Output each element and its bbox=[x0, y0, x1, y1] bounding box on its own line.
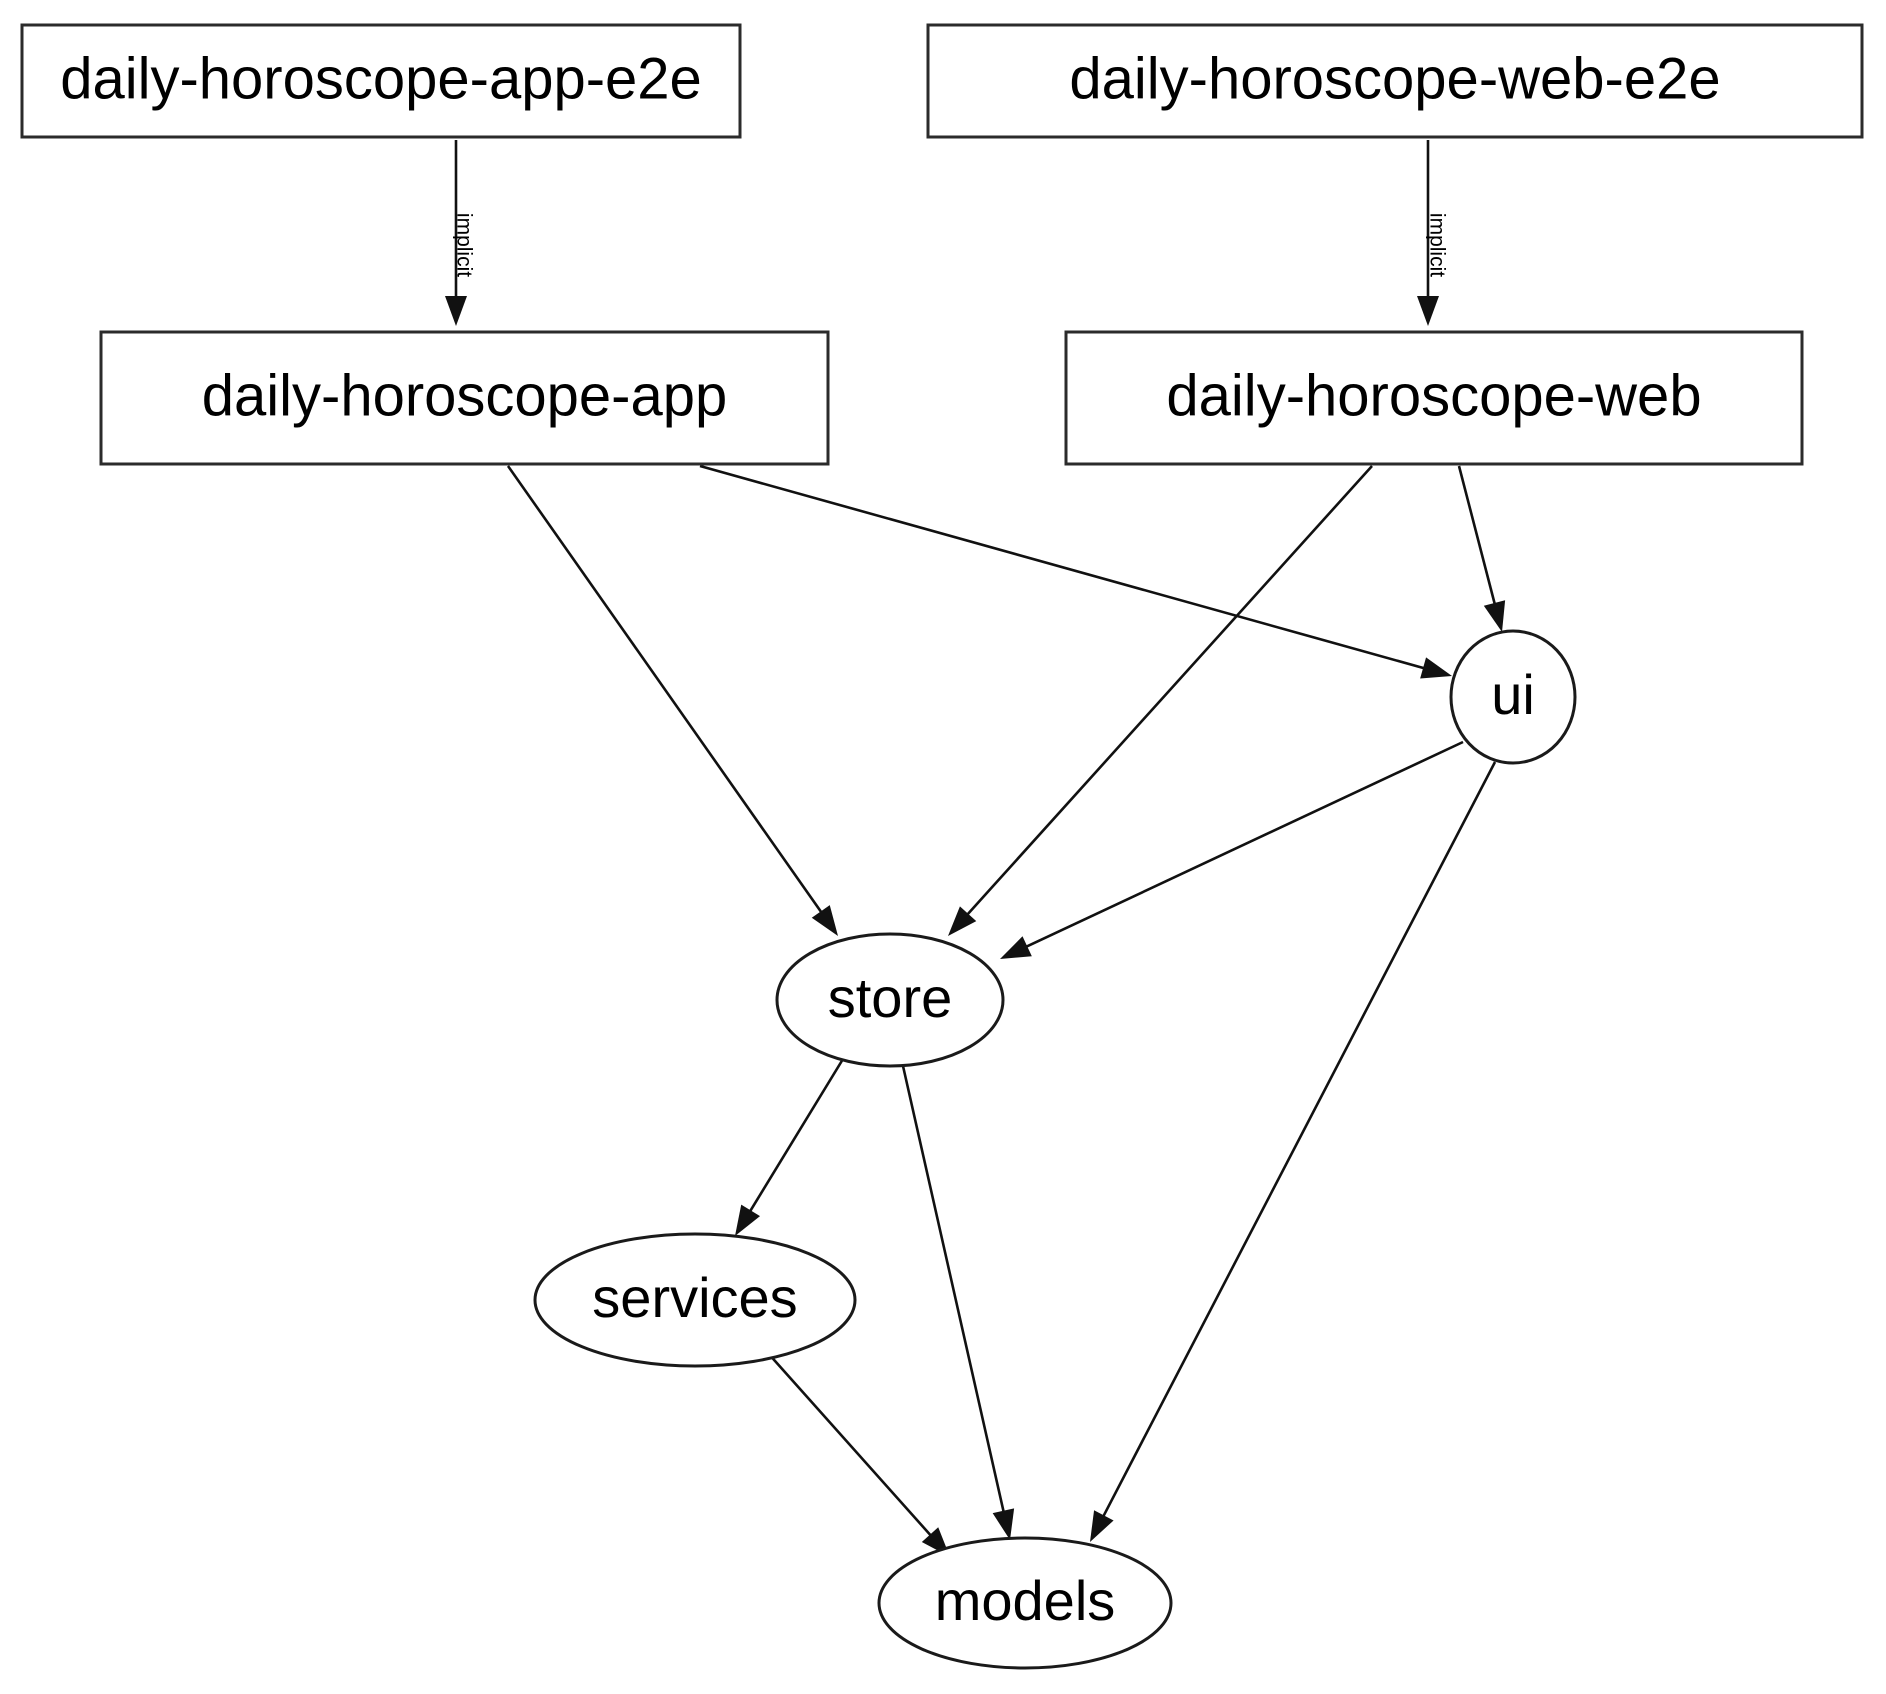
edge-arrowhead-e4 bbox=[1420, 657, 1452, 679]
edge-arrowhead-e2 bbox=[1417, 296, 1439, 326]
edge-arrowhead-e9 bbox=[735, 1204, 761, 1236]
edge-daily-horoscope-web-to-store[interactable] bbox=[948, 465, 1373, 936]
node-models[interactable]: models bbox=[877, 1536, 1173, 1670]
node-daily-horoscope-app-e2e[interactable]: daily-horoscope-app-e2e bbox=[20, 23, 742, 139]
node-ellipse bbox=[533, 1232, 857, 1368]
node-ellipse bbox=[775, 932, 1005, 1068]
edge-daily-horoscope-web-to-ui[interactable] bbox=[1457, 465, 1506, 632]
node-daily-horoscope-web[interactable]: daily-horoscope-web bbox=[1064, 330, 1804, 466]
edge-daily-horoscope-app-to-store[interactable] bbox=[506, 465, 838, 936]
edge-line bbox=[1101, 761, 1497, 1519]
edge-label-e2: implicit bbox=[1425, 213, 1448, 277]
edge-line bbox=[699, 464, 1427, 670]
edge-arrowhead-e3 bbox=[811, 905, 838, 936]
node-label-store: store bbox=[828, 966, 953, 1029]
edge-daily-horoscope-web-e2e-to-daily-horoscope-web[interactable] bbox=[1417, 140, 1439, 326]
edge-store-to-services[interactable] bbox=[735, 1058, 845, 1236]
edge-store-to-models[interactable] bbox=[901, 1065, 1015, 1540]
node-rect bbox=[99, 330, 830, 466]
node-ellipse bbox=[877, 1536, 1173, 1670]
edge-daily-horoscope-app-to-ui[interactable] bbox=[699, 464, 1452, 679]
edge-daily-horoscope-app-e2e-to-daily-horoscope-app[interactable] bbox=[445, 140, 467, 326]
node-ui[interactable]: ui bbox=[1449, 629, 1577, 765]
node-services[interactable]: services bbox=[533, 1232, 857, 1368]
node-label-daily-horoscope-web: daily-horoscope-web bbox=[1166, 363, 1701, 428]
node-rect bbox=[926, 23, 1864, 139]
edge-label-e1: implicit bbox=[452, 213, 475, 277]
edge-line bbox=[747, 1058, 845, 1214]
edge-arrowhead-e1 bbox=[445, 296, 467, 326]
edge-arrowhead-e7 bbox=[1000, 936, 1032, 959]
node-rect bbox=[20, 23, 742, 139]
edge-services-to-models[interactable] bbox=[766, 1351, 950, 1557]
edge-line bbox=[1457, 465, 1497, 607]
edge-arrowhead-e6 bbox=[1483, 600, 1506, 632]
node-ellipse bbox=[1449, 629, 1577, 765]
edge-arrowhead-e10 bbox=[992, 1508, 1015, 1540]
node-store[interactable]: store bbox=[775, 932, 1005, 1068]
edge-line bbox=[1023, 740, 1464, 949]
edge-line bbox=[506, 465, 824, 915]
edge-labels-layer: implicit implicit bbox=[452, 213, 1448, 277]
edge-arrowhead-e5 bbox=[948, 906, 977, 936]
node-label-daily-horoscope-app: daily-horoscope-app bbox=[202, 363, 728, 428]
edge-ui-to-store[interactable] bbox=[1000, 740, 1464, 959]
edge-line bbox=[965, 465, 1373, 917]
node-label-daily-horoscope-app-e2e: daily-horoscope-app-e2e bbox=[60, 46, 702, 111]
edge-ui-to-models[interactable] bbox=[1090, 761, 1497, 1542]
node-label-services: services bbox=[592, 1266, 797, 1329]
edge-arrowhead-e8 bbox=[1090, 1510, 1114, 1542]
edge-line bbox=[901, 1065, 1006, 1514]
node-daily-horoscope-app[interactable]: daily-horoscope-app bbox=[99, 330, 830, 466]
node-label-ui: ui bbox=[1491, 663, 1535, 726]
node-daily-horoscope-web-e2e[interactable]: daily-horoscope-web-e2e bbox=[926, 23, 1864, 139]
edges-layer bbox=[445, 140, 1506, 1557]
edge-line bbox=[766, 1351, 933, 1538]
node-label-daily-horoscope-web-e2e: daily-horoscope-web-e2e bbox=[1069, 46, 1720, 111]
nodes-layer: daily-horoscope-app-e2e daily-horoscope-w… bbox=[20, 23, 1864, 1670]
node-label-models: models bbox=[935, 1569, 1116, 1632]
node-rect bbox=[1064, 330, 1804, 466]
